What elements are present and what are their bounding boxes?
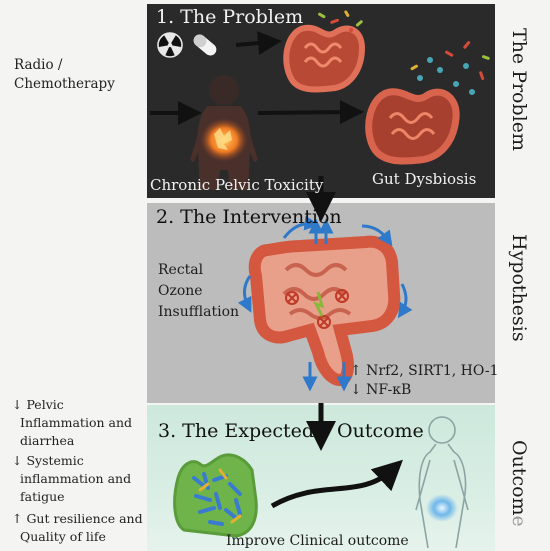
bacteria-cluster xyxy=(318,10,363,32)
side-title-outcome: Outcome xyxy=(508,440,534,540)
effect-resilience: ↑ Gut resilience and Quality of life xyxy=(12,510,143,546)
arrow-to-dysbiosis xyxy=(257,100,364,125)
dysbiosis-bacteria xyxy=(410,41,490,95)
effect-line: ↓ Pelvic xyxy=(12,397,64,412)
method-line: Rectal xyxy=(158,262,204,278)
effect-line: diarrhea xyxy=(20,433,75,448)
side-title-main: Outcom xyxy=(508,440,530,516)
radio-text: Radio / xyxy=(14,57,63,73)
outcome-title-part1: 3. The Expected xyxy=(158,420,315,442)
patient-silhouette xyxy=(190,75,258,190)
effect-line: ↑ Gut resilience and xyxy=(12,511,143,526)
radiation-icon xyxy=(157,32,183,58)
effect-line: Quality of life xyxy=(20,529,106,544)
side-title-fade: e xyxy=(508,515,530,527)
ozone-method-label: Rectal Ozone Insufflation xyxy=(158,260,239,323)
effect-line: ↓ Systemic xyxy=(12,453,84,468)
side-title-text: Outcome xyxy=(508,440,530,527)
effect-pelvic: ↓ Pelvic Inflammation and diarrhea xyxy=(12,396,132,450)
chemotherapy-text: Chemotherapy xyxy=(14,76,115,92)
side-title-hypothesis: Hypothesis xyxy=(508,234,534,354)
pill-icon xyxy=(193,34,217,56)
marker-upregulated: ↑ Nrf2, SIRT1, HO-1 xyxy=(350,363,499,379)
side-title-text: The Problem xyxy=(508,28,530,151)
damaged-intestine xyxy=(283,24,366,93)
molecular-markers: ↑ Nrf2, SIRT1, HO-1 ↓ NF-κB xyxy=(350,362,499,400)
improvement-arrow xyxy=(270,459,403,509)
healthy-figure xyxy=(415,416,469,549)
effect-line: fatigue xyxy=(20,489,65,504)
outcome-caption: Improve Clinical outcome xyxy=(226,533,409,549)
intervention-title: 2. The Intervention xyxy=(156,206,342,228)
side-title-problem: The Problem xyxy=(508,28,534,168)
method-line: Insufflation xyxy=(158,304,240,320)
ozone-flow-arrows xyxy=(237,215,413,392)
dysbiosis-label: Gut Dysbiosis xyxy=(372,170,477,188)
marker-downregulated: ↓ NF-κB xyxy=(350,382,412,398)
radio-label: Radio / Chemotherapy xyxy=(14,56,115,94)
healthy-belly-glow xyxy=(426,494,458,522)
problem-title: 1. The Problem xyxy=(156,6,304,28)
method-line: Ozone xyxy=(158,283,203,299)
treated-intestine xyxy=(248,235,401,387)
side-title-text: Hypothesis xyxy=(508,234,530,342)
arrow-to-damage xyxy=(235,31,282,56)
effect-line: Inflammation and xyxy=(20,415,133,430)
effect-systemic: ↓ Systemic inflammation and fatigue xyxy=(12,452,131,506)
outcome-title-part2: Outcome xyxy=(337,420,424,442)
effect-line: inflammation and xyxy=(20,471,132,486)
healthy-intestine xyxy=(173,453,258,538)
toxicity-label: Chronic Pelvic Toxicity xyxy=(150,176,324,194)
dysbiosis-intestine xyxy=(365,88,460,165)
